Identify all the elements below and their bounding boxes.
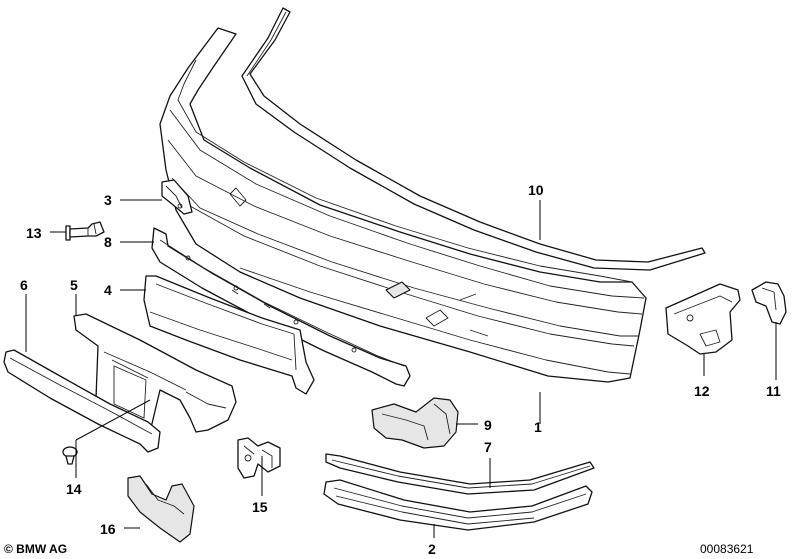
callout-labels: 1 2 3 4 5 6 7 8 9 10 11 12 13 14 15 16 — [20, 182, 781, 557]
callout-16: 16 — [100, 521, 116, 537]
guide-piece-part-16 — [127, 475, 195, 543]
spoiler-part-2 — [323, 479, 593, 531]
callout-11: 11 — [766, 383, 781, 399]
callout-5: 5 — [70, 277, 78, 293]
clip-part-11 — [751, 281, 787, 325]
leader-lines — [25, 199, 777, 538]
callout-2: 2 — [428, 541, 436, 557]
trim-strip-part-6 — [3, 349, 161, 453]
callout-15: 15 — [252, 499, 268, 515]
callout-3: 3 — [104, 192, 112, 208]
callout-6: 6 — [20, 277, 28, 293]
callout-12: 12 — [694, 383, 710, 399]
reinforcement-strip-part-8 — [151, 227, 411, 387]
bracket-part-3 — [161, 179, 193, 215]
clip-holder-part-15 — [237, 437, 281, 479]
callout-10: 10 — [528, 182, 544, 198]
callout-14: 14 — [66, 481, 82, 497]
air-duct-part-9 — [371, 397, 459, 449]
bumper-support-part-4 — [143, 275, 315, 395]
callout-1: 1 — [534, 419, 542, 435]
spoiler-strip-part-7 — [325, 453, 595, 495]
copyright-text: © BMW AG — [4, 542, 67, 556]
callout-9: 9 — [484, 417, 492, 433]
rivet-part-13 — [65, 221, 105, 241]
callout-8: 8 — [104, 234, 112, 250]
side-bracket-part-12 — [665, 283, 741, 355]
callout-7: 7 — [484, 439, 492, 455]
plug-part-14 — [62, 446, 78, 465]
document-id: 00083621 — [700, 542, 754, 556]
callout-13: 13 — [26, 225, 42, 241]
seal-strip-part-10 — [241, 7, 706, 271]
leader-14b — [75, 399, 151, 441]
callout-4: 4 — [104, 282, 112, 298]
